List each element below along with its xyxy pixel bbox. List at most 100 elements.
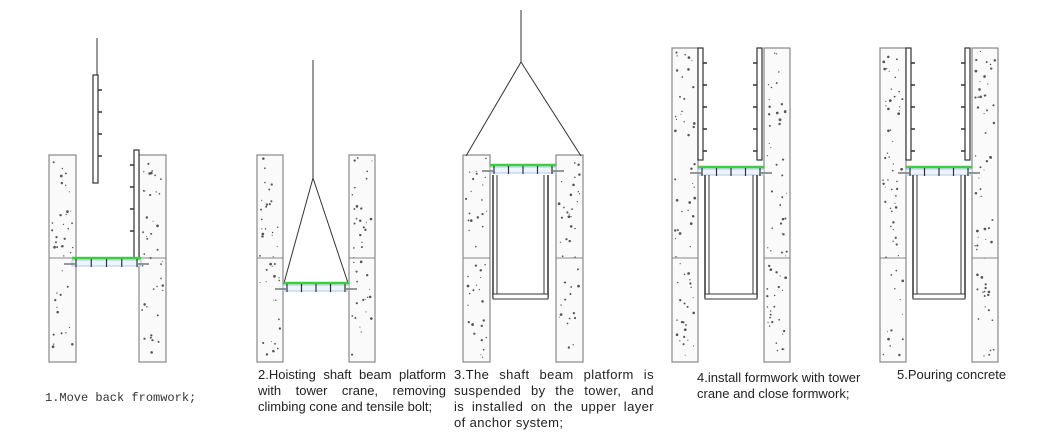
formwork-panel	[756, 47, 763, 161]
aggregate-dot	[481, 300, 484, 303]
aggregate-dot	[683, 302, 686, 305]
aggregate-dot	[987, 227, 991, 230]
aggregate-dot	[983, 227, 987, 231]
aggregate-dot	[989, 156, 992, 159]
aggregate-dot	[574, 256, 576, 258]
aggregate-dot	[356, 157, 359, 159]
aggregate-dot	[271, 266, 273, 268]
aggregate-dot	[155, 191, 157, 193]
aggregate-dot	[63, 255, 65, 257]
aggregate-dot	[142, 189, 145, 192]
aggregate-dot	[893, 95, 896, 98]
aggregate-dot	[563, 206, 565, 209]
aggregate-dot	[468, 212, 471, 215]
aggregate-dot	[895, 269, 898, 272]
aggregate-dot	[885, 105, 887, 107]
aggregate-dot	[278, 327, 282, 330]
aggregate-dot	[485, 336, 488, 339]
aggregate-dot	[984, 306, 986, 308]
aggregate-dot	[892, 163, 895, 165]
formwork-panel	[697, 47, 704, 161]
aggregate-dot	[569, 292, 572, 295]
aggregate-dot	[674, 178, 677, 181]
aggregate-dot	[481, 212, 484, 216]
aggregate-dot	[884, 156, 887, 160]
aggregate-dot	[882, 179, 884, 181]
aggregate-dot	[692, 85, 695, 89]
aggregate-dot	[987, 290, 991, 294]
formwork-panel	[133, 149, 140, 259]
aggregate-dot	[275, 299, 277, 302]
aggregate-dot	[767, 264, 771, 268]
aggregate-dot	[484, 176, 486, 179]
aggregate-dot	[777, 285, 780, 289]
aggregate-dot	[780, 251, 783, 254]
bottom-beam	[492, 293, 549, 300]
aggregate-dot	[471, 323, 474, 326]
aggregate-dot	[888, 70, 890, 72]
aggregate-dot	[983, 295, 986, 297]
aggregate-dot	[63, 237, 66, 240]
aggregate-dot	[683, 273, 686, 276]
aggregate-dot	[152, 288, 155, 290]
aggregate-dot	[781, 233, 783, 235]
aggregate-dot	[974, 192, 978, 195]
aggregate-dot	[692, 182, 694, 184]
aggregate-dot	[682, 343, 685, 346]
aggregate-dot	[560, 216, 564, 219]
aggregate-dot	[983, 75, 986, 78]
aggregate-dot	[475, 170, 477, 172]
aggregate-dot	[894, 206, 898, 209]
aggregate-dot	[890, 188, 893, 191]
aggregate-dot	[352, 247, 355, 249]
aggregate-dot	[482, 348, 485, 351]
aggregate-dot	[277, 226, 279, 228]
aggregate-dot	[983, 113, 985, 115]
aggregate-dot	[899, 106, 901, 108]
sling-rope	[520, 61, 582, 157]
aggregate-dot	[975, 58, 978, 62]
aggregate-dot	[974, 69, 978, 73]
aggregate-dot	[679, 340, 681, 342]
aggregate-dot	[559, 241, 562, 243]
aggregate-dot	[69, 251, 72, 254]
aggregate-dot	[143, 171, 145, 173]
aggregate-dot	[576, 268, 579, 271]
aggregate-dot	[775, 82, 778, 84]
aggregate-dot	[987, 293, 990, 297]
aggregate-dot	[146, 305, 148, 308]
aggregate-dot	[890, 329, 893, 332]
aggregate-dot	[262, 157, 265, 160]
aggregate-dot	[769, 268, 773, 272]
aggregate-dot	[778, 122, 781, 126]
aggregate-dot	[265, 353, 269, 356]
aggregate-dot	[151, 170, 154, 172]
aggregate-dot	[468, 292, 471, 295]
aggregate-dot	[770, 86, 773, 89]
aggregate-dot	[685, 324, 687, 326]
aggregate-dot	[355, 270, 358, 273]
aggregate-dot	[368, 289, 370, 291]
aggregate-dot	[768, 105, 771, 108]
aggregate-dot	[353, 208, 356, 210]
aggregate-dot	[156, 248, 159, 251]
aggregate-dot	[353, 222, 356, 225]
aggregate-dot	[51, 222, 54, 224]
aggregate-dot	[276, 347, 279, 350]
step-4-caption: 4.install formwork with tower crane and …	[697, 370, 867, 402]
aggregate-dot	[775, 271, 778, 274]
aggregate-dot	[351, 353, 354, 356]
aggregate-dot	[467, 219, 470, 222]
aggregate-dot	[974, 155, 977, 157]
aggregate-dot	[976, 273, 979, 277]
aggregate-dot	[889, 129, 892, 131]
aggregate-dot	[779, 275, 781, 277]
aggregate-dot	[470, 190, 472, 193]
aggregate-dot	[157, 340, 160, 343]
aggregate-dot	[52, 343, 55, 345]
aggregate-dot	[674, 237, 677, 240]
aggregate-dot	[773, 294, 776, 297]
aggregate-dot	[901, 279, 905, 283]
aggregate-dot	[775, 163, 778, 166]
aggregate-dot	[156, 224, 159, 228]
